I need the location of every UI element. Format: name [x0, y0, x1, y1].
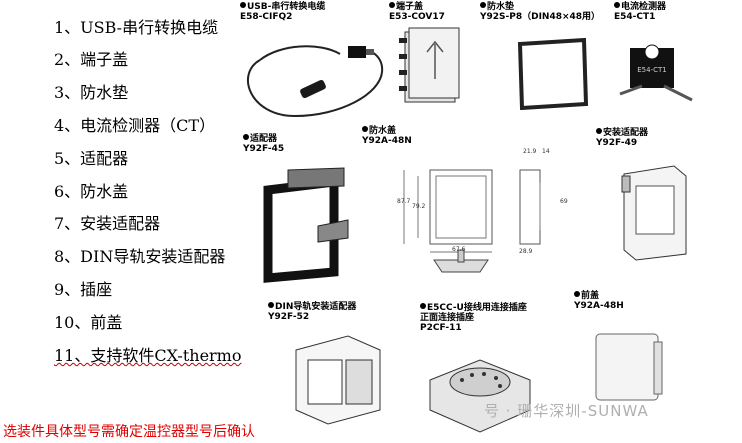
- bullet-icon: [614, 2, 620, 8]
- caption-terminal-cover: 端子盖 E53-COV17: [389, 2, 445, 22]
- din-adapter-image: [295, 335, 381, 425]
- caption-waterproof-cover: 防水盖 Y92A-48N: [362, 126, 412, 146]
- bullet-icon: [596, 128, 602, 134]
- gasket-image: [517, 38, 589, 110]
- usb-cable-image: [247, 45, 384, 118]
- caption-ct: 电流检测器 E54-CT1: [614, 2, 667, 22]
- caption-usb: USB-串行转换电缆 E58-CIFQ2: [240, 2, 326, 22]
- footer-note: 选装件具体型号需确定温控器型号后确认: [3, 424, 255, 440]
- ct-label: E54-CT1: [637, 66, 666, 74]
- list-item: 6、防水盖: [54, 182, 129, 201]
- caption-socket: E5CC-U接线用连接插座 正面连接插座 P2CF-11: [420, 303, 527, 333]
- bullet-icon: [480, 2, 486, 8]
- bullet-icon: [574, 291, 580, 297]
- dimension-label: 69: [560, 198, 568, 205]
- dimension-label: 87.7: [397, 198, 411, 205]
- watermark: 号 · 珊华深圳-SUNWA: [484, 402, 649, 420]
- list-item: 9、插座: [54, 280, 113, 299]
- front-cover-image: [595, 333, 663, 401]
- accessory-list: 1、USB-串行转换电缆 2、端子盖 3、防水垫 4、电流检测器（CT） 5、适…: [0, 0, 250, 443]
- caption-din-adapter: DIN导轨安装适配器 Y92F-52: [268, 302, 357, 322]
- mount-adapter-image: [621, 165, 687, 261]
- list-item: 3、防水垫: [54, 83, 129, 102]
- dimension-label: 14: [542, 148, 550, 155]
- list-item: 4、电流检测器（CT）: [54, 116, 216, 135]
- list-item: 7、安装适配器: [54, 214, 161, 233]
- list-item: 2、端子盖: [54, 50, 129, 69]
- bullet-icon: [268, 302, 274, 308]
- list-item: 8、DIN导轨安装适配器: [54, 247, 226, 266]
- dimension-label: 79.2: [412, 203, 426, 210]
- dimension-label: 21.9: [523, 148, 537, 155]
- bullet-icon: [362, 126, 368, 132]
- dimension-label: 28.9: [519, 248, 533, 255]
- terminal-cover-image: [399, 27, 460, 103]
- bullet-icon: [420, 303, 426, 309]
- waterproof-cover-drawing: [403, 169, 541, 273]
- caption-adapter: 适配器 Y92F-45: [243, 134, 285, 154]
- list-item: 10、前盖: [54, 313, 123, 332]
- current-transformer-image: E54-CT1: [619, 44, 693, 102]
- caption-gasket: 防水垫 Y92S-P8（DIN48×48用）: [480, 2, 601, 22]
- bullet-icon: [389, 2, 395, 8]
- list-item: 1、USB-串行转换电缆: [54, 18, 219, 37]
- caption-front-cover: 前盖 Y92A-48H: [574, 291, 624, 311]
- bullet-icon: [243, 134, 249, 140]
- dimension-label: 67.6: [452, 246, 466, 253]
- caption-mount-adapter: 安装适配器 Y92F-49: [596, 128, 649, 148]
- adapter-image: [263, 167, 349, 283]
- bullet-icon: [240, 2, 246, 8]
- socket-image: [429, 359, 531, 433]
- list-item: 5、适配器: [54, 149, 129, 168]
- list-item: 11、支持软件CX-thermo: [54, 346, 242, 365]
